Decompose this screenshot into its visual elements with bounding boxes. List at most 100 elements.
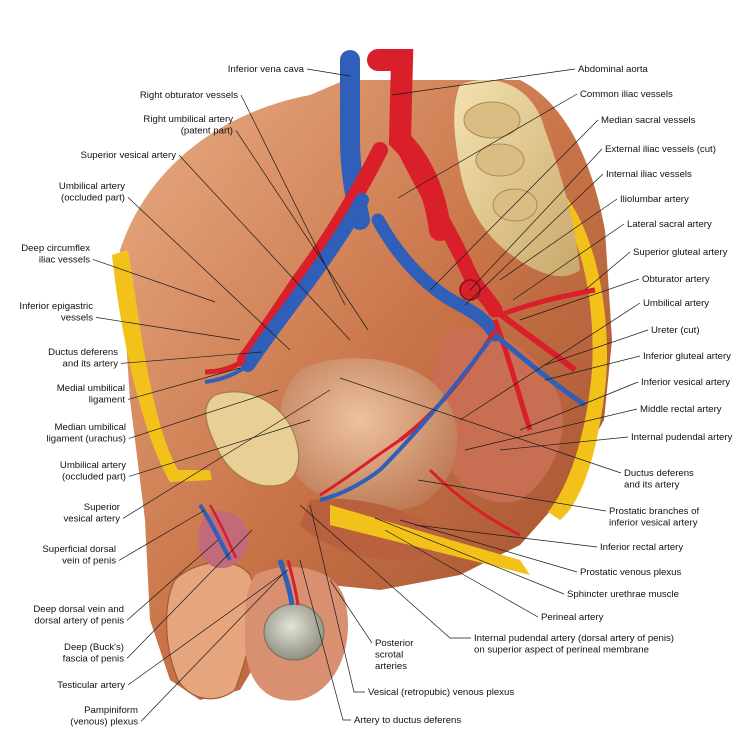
label-line: Inferior vesical artery bbox=[641, 377, 730, 388]
internal-iliac-branch bbox=[499, 287, 596, 318]
fat-band-right bbox=[548, 190, 607, 520]
leader-abdominal-aorta bbox=[391, 68, 576, 96]
fat-band-left bbox=[112, 250, 212, 482]
label-iliolumbar-artery: Iliolumbar artery bbox=[620, 194, 689, 205]
label-line: Umbilical artery bbox=[643, 298, 709, 309]
label-line: Ductus deferens bbox=[48, 347, 118, 358]
leader-ductus-deferens-right bbox=[339, 377, 622, 474]
label-right-obturator-vessels: Right obturator vessels bbox=[140, 90, 238, 101]
artery-branch bbox=[319, 438, 401, 497]
leader-iliolumbar-artery bbox=[499, 198, 618, 281]
label-line: Prostatic venous plexus bbox=[580, 567, 682, 578]
label-median-sacral-vessels: Median sacral vessels bbox=[601, 115, 696, 126]
leader-internal-iliac-vessels bbox=[464, 173, 604, 306]
testis bbox=[263, 603, 325, 661]
label-inferior-rectal-artery: Inferior rectal artery bbox=[600, 542, 683, 553]
label-superior-gluteal-artery: Superior gluteal artery bbox=[633, 247, 728, 258]
label-vesical-venous-plexus: Vesical (retropubic) venous plexus bbox=[368, 687, 514, 698]
label-line: Median sacral vessels bbox=[601, 115, 696, 126]
label-line: Iliolumbar artery bbox=[620, 194, 689, 205]
label-testicular-artery: Testicular artery bbox=[57, 680, 125, 691]
label-line: Median umbilical bbox=[55, 422, 126, 433]
label-line: dorsal artery of penis bbox=[34, 615, 124, 626]
label-sphincter-urethrae: Sphincter urethrae muscle bbox=[567, 589, 679, 600]
label-obturator-artery: Obturator artery bbox=[642, 274, 710, 285]
leader-middle-rectal-artery bbox=[464, 408, 638, 451]
label-line: vein of penis bbox=[62, 555, 116, 566]
label-abdominal-aorta: Abdominal aorta bbox=[578, 64, 649, 75]
artery-branch bbox=[204, 357, 247, 375]
leader-sphincter-urethrae bbox=[374, 517, 565, 595]
label-internal-iliac-vessels: Internal iliac vessels bbox=[606, 169, 692, 180]
label-line: fascia of penis bbox=[63, 653, 125, 664]
leader-superior-vesical-artery-lower bbox=[122, 389, 331, 519]
label-line: Prostatic branches of bbox=[609, 506, 699, 517]
label-line: iliac vessels bbox=[39, 254, 90, 265]
label-line: (occluded part) bbox=[62, 471, 126, 482]
label-inferior-vena-cava: Inferior vena cava bbox=[228, 64, 305, 75]
label-line: Lateral sacral artery bbox=[627, 219, 712, 230]
dorsal-penile-vessel bbox=[208, 504, 238, 559]
leader-median-sacral-vessels bbox=[429, 119, 599, 291]
label-line: (occluded part) bbox=[61, 192, 125, 203]
vein-branch bbox=[378, 338, 492, 472]
label-line: Internal iliac vessels bbox=[606, 169, 692, 180]
label-line: Right obturator vessels bbox=[140, 90, 238, 101]
label-line: Inferior rectal artery bbox=[600, 542, 683, 553]
label-umbilical-artery-occluded-bottom: Umbilical artery(occluded part) bbox=[60, 460, 126, 482]
label-internal-pudendal-artery: Internal pudendal artery bbox=[631, 432, 733, 443]
label-common-iliac-vessels: Common iliac vessels bbox=[580, 89, 673, 100]
leader-umbilical-artery-right bbox=[459, 302, 641, 421]
label-line: Umbilical artery bbox=[60, 460, 126, 471]
label-line: Ductus deferens bbox=[624, 468, 694, 479]
common-iliac-vein-left bbox=[241, 193, 369, 372]
leader-inferior-vesical-artery bbox=[519, 381, 639, 431]
vein-branch bbox=[493, 333, 587, 408]
label-line: Vesical (retropubic) venous plexus bbox=[368, 687, 514, 698]
label-internal-pudendal-dorsal: Internal pudendal artery (dorsal artery … bbox=[474, 633, 674, 655]
leader-bucks-fascia bbox=[126, 529, 253, 659]
label-line: Posterior bbox=[375, 638, 414, 649]
label-line: Deep circumflex bbox=[21, 243, 90, 254]
label-line: Inferior vena cava bbox=[228, 64, 305, 75]
label-pampiniform-plexus: Pampiniform(venous) plexus bbox=[70, 705, 138, 727]
leader-prostatic-venous-plexus bbox=[399, 519, 578, 573]
label-line: Internal pudendal artery bbox=[631, 432, 733, 443]
label-superior-vesical-artery: Superior vesical artery bbox=[81, 150, 177, 161]
leader-testicular-artery bbox=[127, 569, 289, 686]
bladder bbox=[280, 358, 458, 512]
leader-superficial-dorsal-vein bbox=[118, 509, 206, 561]
label-middle-rectal-artery: Middle rectal artery bbox=[640, 404, 722, 415]
label-line: and its artery bbox=[624, 479, 680, 490]
label-line: Testicular artery bbox=[57, 680, 125, 691]
leader-lateral-sacral-artery bbox=[512, 223, 625, 301]
label-line: vesical artery bbox=[63, 513, 120, 524]
label-inferior-vesical-artery: Inferior vesical artery bbox=[641, 377, 730, 388]
label-line: Ureter (cut) bbox=[651, 325, 700, 336]
leader-umbilical-artery-occluded-top bbox=[127, 197, 291, 351]
leader-pampiniform-plexus bbox=[140, 574, 283, 722]
label-line: on superior aspect of perineal membrane bbox=[474, 644, 649, 655]
vessels bbox=[198, 49, 596, 606]
leader-common-iliac-vessels bbox=[397, 93, 578, 199]
leader-right-obturator-vessels bbox=[240, 94, 346, 306]
spermatic-cord-vessels bbox=[286, 559, 300, 606]
label-line: Pampiniform bbox=[84, 705, 138, 716]
leader-internal-pudendal-artery bbox=[499, 436, 629, 451]
label-line: Superior vesical artery bbox=[81, 150, 177, 161]
label-line: Inferior epigastric bbox=[19, 301, 93, 312]
leader-superior-vesical-artery bbox=[178, 154, 351, 341]
label-ureter-cut: Ureter (cut) bbox=[651, 325, 700, 336]
label-artery-to-ductus: Artery to ductus deferens bbox=[354, 715, 461, 726]
label-line: inferior vesical artery bbox=[609, 517, 698, 528]
